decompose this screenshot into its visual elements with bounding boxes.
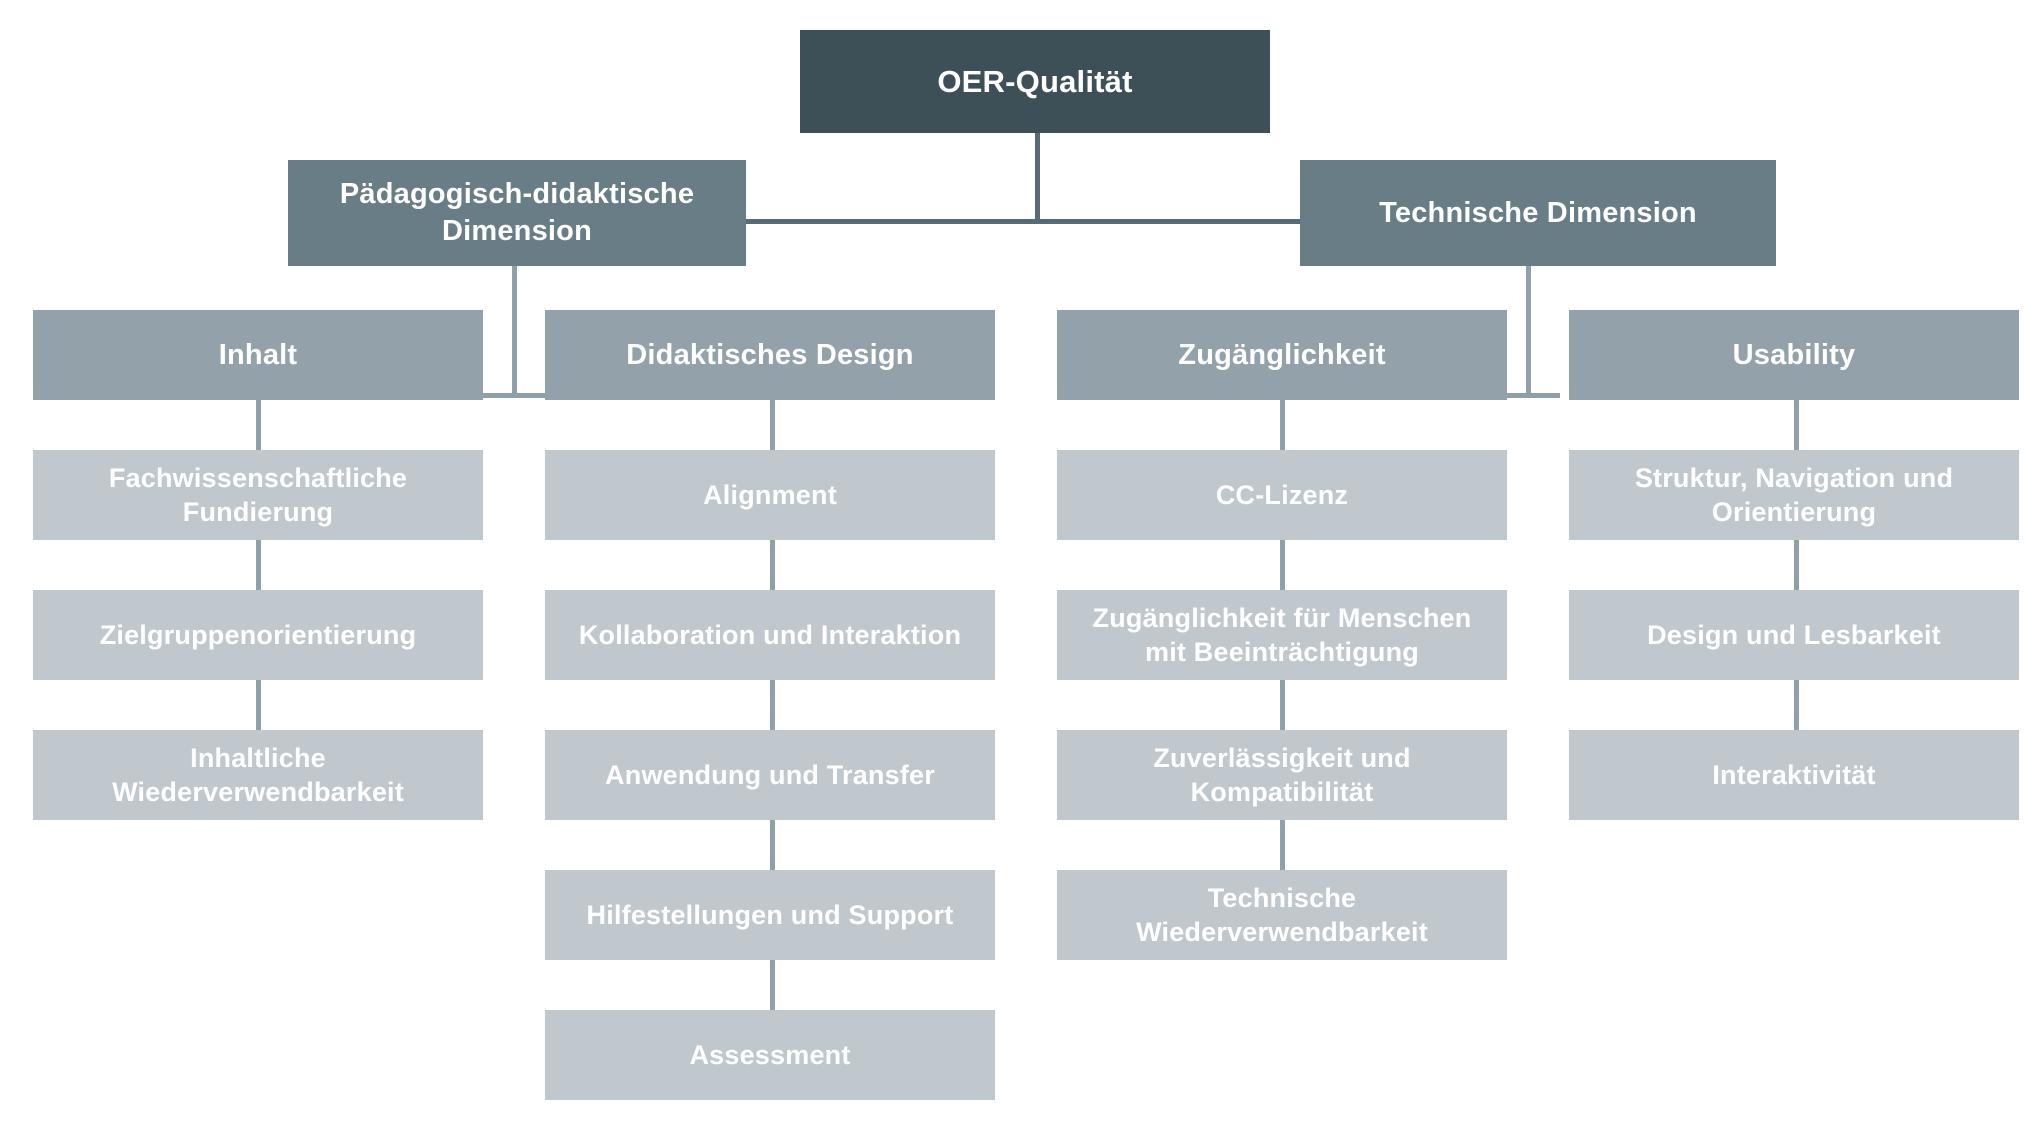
connector-pedagogic-tbar	[480, 393, 546, 398]
node-label: Technische Dimension	[1379, 196, 1697, 229]
node-label: Inhaltliche Wiederverwendbarkeit	[112, 742, 404, 807]
node-criterion-anwendung-und-transfer[interactable]: Anwendung und Transfer	[545, 730, 995, 820]
node-dimension-paedagogisch-didaktisch[interactable]: Pädagogisch-didaktische Dimension	[288, 160, 746, 266]
node-label: Alignment	[703, 479, 837, 510]
node-criterion-design-und-lesbarkeit[interactable]: Design und Lesbarkeit	[1569, 590, 2019, 680]
connector-technical-stem	[1526, 265, 1531, 397]
node-label: Zugänglichkeit für Menschen mit Beeinträ…	[1092, 602, 1472, 667]
node-label: Assessment	[689, 1039, 851, 1070]
node-label: Pädagogisch-didaktische Dimension	[339, 178, 695, 247]
node-label: Anwendung und Transfer	[605, 759, 935, 790]
node-criterion-zugaenglichkeit-fuer-menschen-mit-beeintraechtigung[interactable]: Zugänglichkeit für Menschen mit Beeinträ…	[1057, 590, 1507, 680]
node-label: Interaktivität	[1712, 759, 1876, 790]
node-label: Struktur, Navigation und Orientierung	[1634, 462, 1954, 527]
node-label: Didaktisches Design	[626, 338, 914, 371]
node-criterion-inhaltliche-wiederverwendbarkeit[interactable]: Inhaltliche Wiederverwendbarkeit	[33, 730, 483, 820]
node-dimension-technisch[interactable]: Technische Dimension	[1300, 160, 1776, 266]
node-label: Hilfestellungen und Support	[586, 899, 954, 930]
node-label: Design und Lesbarkeit	[1647, 619, 1941, 650]
node-label: Inhalt	[218, 338, 298, 371]
node-criterion-technische-wiederverwendbarkeit[interactable]: Technische Wiederverwendbarkeit	[1057, 870, 1507, 960]
node-label: Zuverlässigkeit und Kompatibilität	[1153, 742, 1411, 807]
connector-dimension-bus	[745, 219, 1301, 224]
connector-root-stem	[1035, 130, 1040, 222]
node-category-inhalt[interactable]: Inhalt	[33, 310, 483, 400]
node-criterion-zuverlaessigkeit-und-kompatibilitaet[interactable]: Zuverlässigkeit und Kompatibilität	[1057, 730, 1507, 820]
connector-technical-tbar	[1494, 393, 1560, 398]
node-root-oer-qualitaet[interactable]: OER-Qualität	[800, 30, 1270, 133]
node-label: Usability	[1732, 338, 1856, 371]
node-category-didaktisches-design[interactable]: Didaktisches Design	[545, 310, 995, 400]
node-criterion-cc-lizenz[interactable]: CC-Lizenz	[1057, 450, 1507, 540]
node-label: Fachwissenschaftliche Fundierung	[108, 462, 408, 527]
node-label: OER-Qualität	[937, 63, 1133, 99]
node-label: Zielgruppenorientierung	[99, 619, 417, 650]
node-category-zugaenglichkeit[interactable]: Zugänglichkeit	[1057, 310, 1507, 400]
node-criterion-kollaboration-und-interaktion[interactable]: Kollaboration und Interaktion	[545, 590, 995, 680]
node-criterion-hilfestellungen-und-support[interactable]: Hilfestellungen und Support	[545, 870, 995, 960]
node-label: CC-Lizenz	[1215, 479, 1349, 510]
node-criterion-zielgruppenorientierung[interactable]: Zielgruppenorientierung	[33, 590, 483, 680]
node-criterion-interaktivitaet[interactable]: Interaktivität	[1569, 730, 2019, 820]
node-label: Zugänglichkeit	[1178, 338, 1386, 371]
node-criterion-struktur-navigation-und-orientierung[interactable]: Struktur, Navigation und Orientierung	[1569, 450, 2019, 540]
node-criterion-fachwissenschaftliche-fundierung[interactable]: Fachwissenschaftliche Fundierung	[33, 450, 483, 540]
node-criterion-assessment[interactable]: Assessment	[545, 1010, 995, 1100]
node-category-usability[interactable]: Usability	[1569, 310, 2019, 400]
node-label: Technische Wiederverwendbarkeit	[1136, 882, 1428, 947]
node-criterion-alignment[interactable]: Alignment	[545, 450, 995, 540]
connector-pedagogic-stem	[512, 265, 517, 397]
node-label: Kollaboration und Interaktion	[578, 619, 962, 650]
